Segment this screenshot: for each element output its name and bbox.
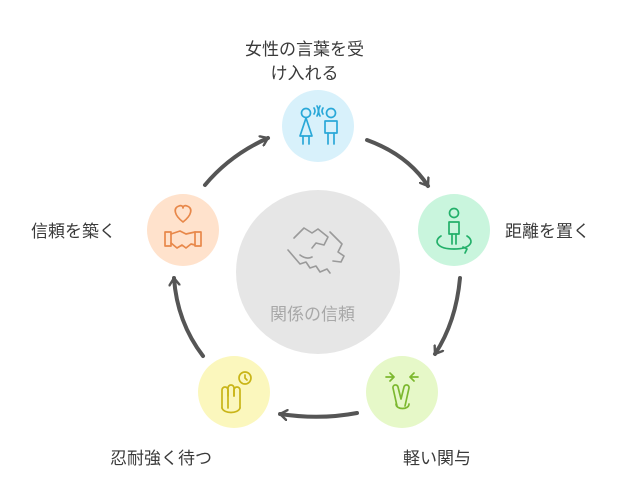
handshake-sketch-icon <box>287 227 345 274</box>
center-label: 関係の信頼 <box>270 305 355 325</box>
step-1-circle <box>282 90 354 162</box>
person-with-orbit-icon <box>436 207 472 254</box>
step-2-label: 距離を置く <box>505 222 590 242</box>
step-5-label: 信頼を築く <box>31 222 116 242</box>
two-people-talking-icon <box>299 105 338 145</box>
arrow-step1-to-step2 <box>365 138 430 188</box>
arrow-step4-to-step5 <box>174 276 205 358</box>
step-1-label-line-1: 女性の言葉を受 <box>245 40 364 60</box>
step-4-label: 忍耐強く待つ <box>110 449 212 469</box>
arrow-step2-to-step3 <box>433 276 462 356</box>
center-circle <box>236 190 400 354</box>
step-5-circle <box>147 194 219 266</box>
handshake-heart-icon <box>164 204 202 249</box>
peace-hand-icon <box>385 372 419 410</box>
step-3-label: 軽い関与 <box>403 449 471 469</box>
step-2-circle <box>418 194 490 266</box>
step-1-label: 女性の言葉を受 け入れる <box>245 38 364 86</box>
step-1-label-line-2: け入れる <box>270 64 339 84</box>
arrow-step5-to-step1 <box>203 138 270 187</box>
hand-with-clock-icon <box>221 371 252 414</box>
arrow-step3-to-step4 <box>278 413 359 417</box>
